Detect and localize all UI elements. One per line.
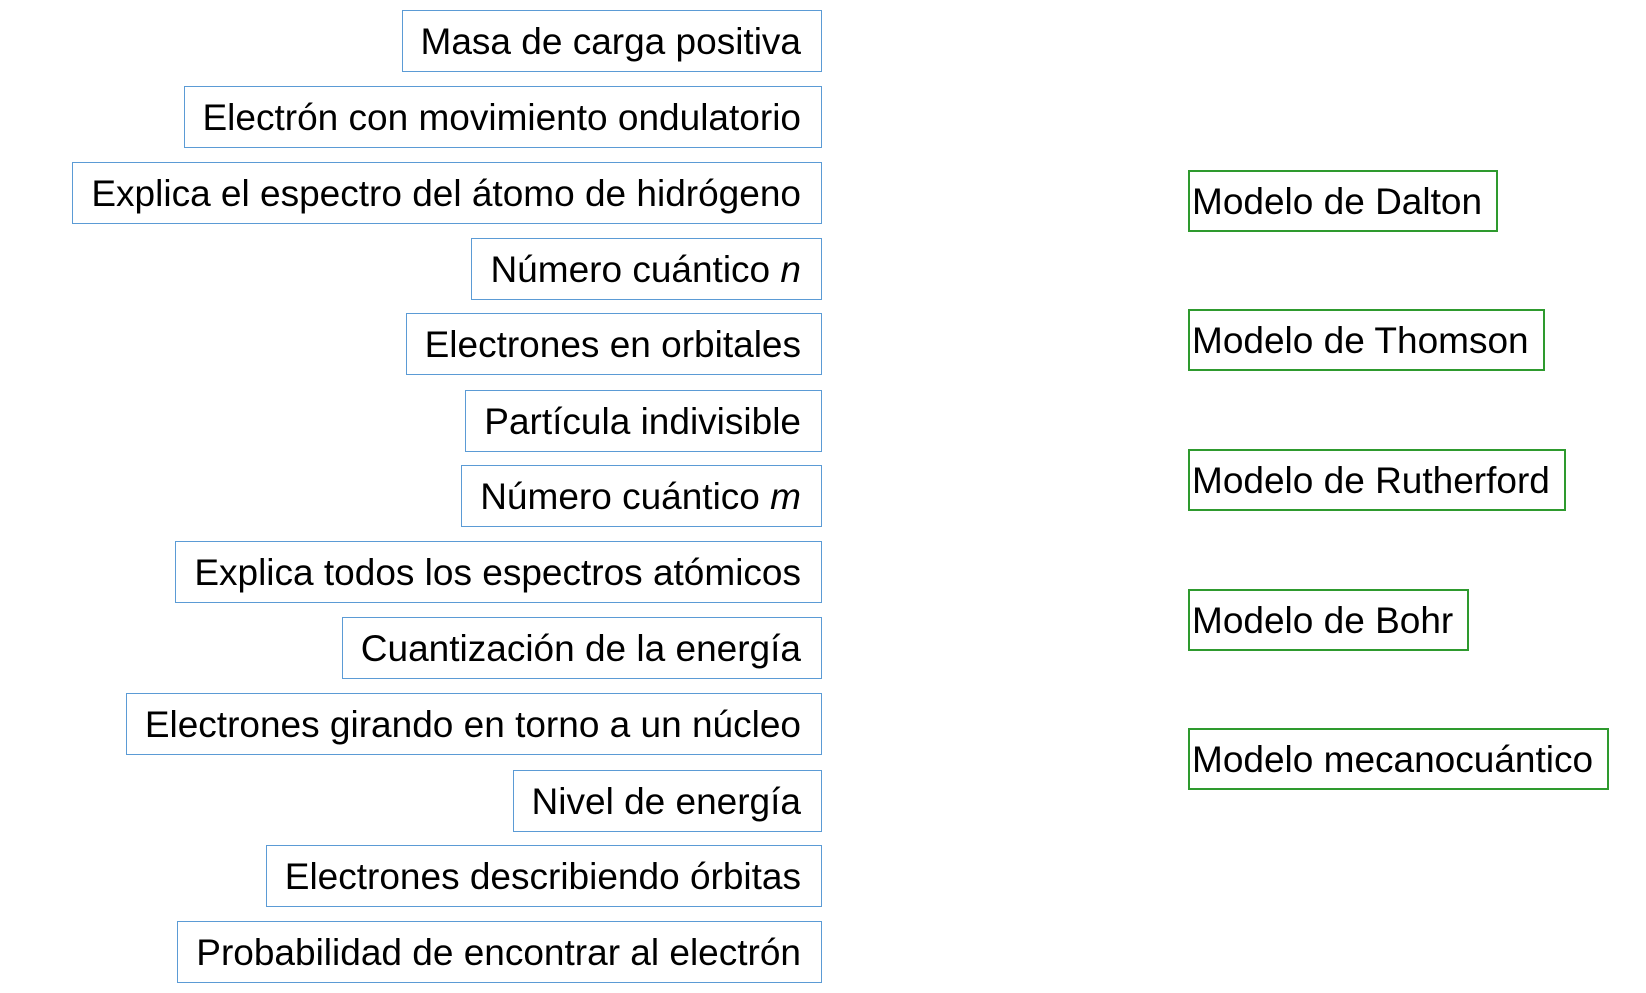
model-label: Modelo de Bohr	[1192, 599, 1454, 641]
property-label: Número cuántico	[480, 475, 771, 517]
property-label: Masa de carga positiva	[420, 20, 801, 62]
property-label: Explica el espectro del átomo de hidróge…	[91, 172, 801, 214]
model-box-bohr[interactable]: Modelo de Bohr	[1188, 589, 1470, 651]
model-label: Modelo mecanocuántico	[1192, 738, 1594, 780]
property-box-5[interactable]: Electrones en orbitales	[405, 313, 822, 375]
property-label: Nivel de energía	[531, 780, 801, 822]
property-box-6[interactable]: Partícula indivisible	[465, 390, 822, 452]
property-box-8[interactable]: Explica todos los espectros atómicos	[175, 541, 822, 603]
property-label: Número cuántico	[490, 248, 781, 290]
property-box-9[interactable]: Cuantización de la energía	[341, 617, 822, 679]
model-label: Modelo de Rutherford	[1192, 459, 1550, 501]
model-label: Modelo de Dalton	[1192, 180, 1483, 222]
property-label: Explica todos los espectros atómicos	[194, 551, 801, 593]
property-box-7[interactable]: Número cuántico m	[461, 465, 822, 527]
property-label: Electrones en orbitales	[424, 323, 801, 365]
property-box-3[interactable]: Explica el espectro del átomo de hidróge…	[72, 162, 822, 224]
model-box-dalton[interactable]: Modelo de Dalton	[1188, 170, 1499, 232]
property-box-1[interactable]: Masa de carga positiva	[401, 10, 822, 72]
model-box-rutherford[interactable]: Modelo de Rutherford	[1188, 449, 1566, 511]
property-box-10[interactable]: Electrones girando en torno a un núcleo	[125, 693, 822, 755]
property-box-2[interactable]: Electrón con movimiento ondulatorio	[183, 86, 822, 148]
property-label: Electrón con movimiento ondulatorio	[202, 96, 802, 138]
model-box-thomson[interactable]: Modelo de Thomson	[1188, 309, 1545, 371]
property-box-11[interactable]: Nivel de energía	[512, 770, 822, 832]
property-label: Electrones girando en torno a un núcleo	[144, 703, 801, 745]
property-label: Cuantización de la energía	[360, 627, 801, 669]
property-box-13[interactable]: Probabilidad de encontrar al electrón	[177, 921, 822, 983]
property-label-italic: n	[780, 248, 801, 290]
property-label-italic: m	[770, 475, 801, 517]
property-box-12[interactable]: Electrones describiendo órbitas	[265, 845, 822, 907]
property-label: Partícula indivisible	[484, 400, 801, 442]
model-box-mecanocuantico[interactable]: Modelo mecanocuántico	[1188, 728, 1610, 790]
property-box-4[interactable]: Número cuántico n	[471, 238, 822, 300]
property-label: Probabilidad de encontrar al electrón	[196, 931, 801, 973]
model-label: Modelo de Thomson	[1192, 319, 1529, 361]
property-label: Electrones describiendo órbitas	[284, 855, 801, 897]
